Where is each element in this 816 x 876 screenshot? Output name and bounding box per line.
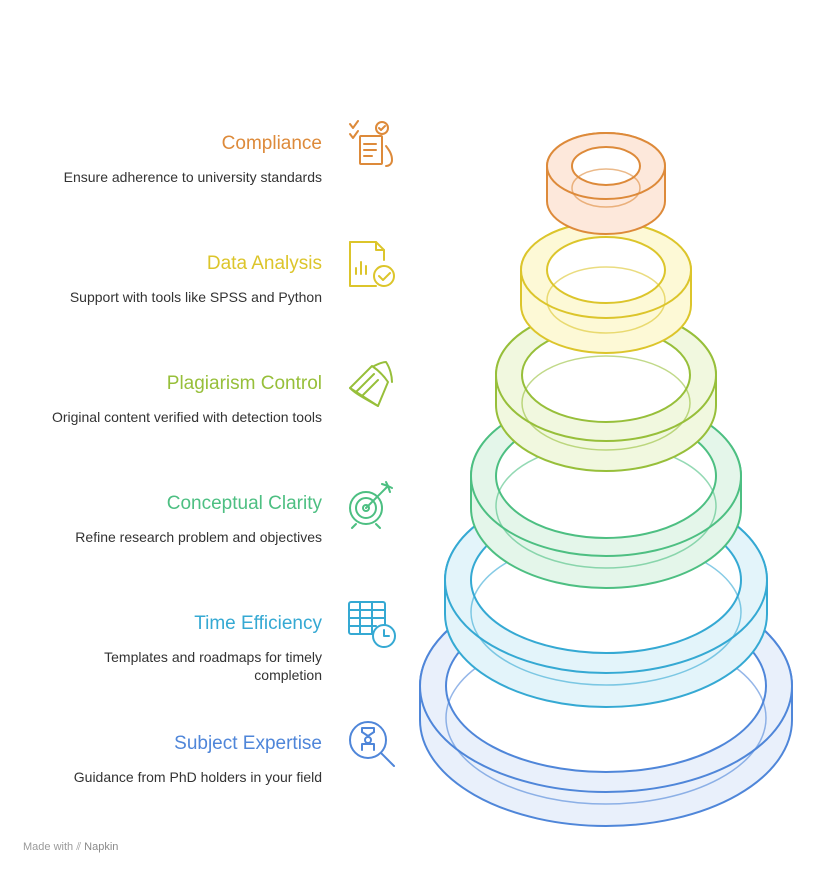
item-description: Original content verified with detection… <box>51 409 322 425</box>
item-description: Templates and roadmaps for timely comple… <box>104 649 322 683</box>
item-description: Refine research problem and objectives <box>75 529 322 545</box>
item-time-efficiency: Time Efficiency Templates and roadmaps f… <box>72 612 322 684</box>
item-conceptual-clarity: Conceptual Clarity Refine research probl… <box>75 492 322 546</box>
made-with-label: Made with <box>23 841 74 853</box>
item-subject-expertise: Subject Expertise Guidance from PhD hold… <box>74 732 322 786</box>
item-title: Compliance <box>221 133 322 154</box>
item-title: Plagiarism Control <box>166 373 322 394</box>
item-title: Data Analysis <box>206 253 322 274</box>
napkin-watermark: Made with ⫽ Napkin <box>23 841 118 854</box>
calendar-clock-icon <box>348 601 396 648</box>
item-title: Time Efficiency <box>194 613 322 634</box>
napkin-brand: Napkin <box>84 841 119 853</box>
chart-document-icon <box>349 241 395 287</box>
checklist-icon <box>349 120 393 167</box>
target-icon <box>349 481 393 529</box>
item-data-analysis: Data Analysis Support with tools like SP… <box>70 252 322 306</box>
papers-icon <box>349 361 393 407</box>
ring-compliance <box>546 132 666 235</box>
item-description: Guidance from PhD holders in your field <box>73 769 322 785</box>
ring-data-analysis <box>520 221 692 354</box>
item-title: Conceptual Clarity <box>166 493 322 514</box>
item-plagiarism-control: Plagiarism Control Original content veri… <box>52 372 322 426</box>
item-compliance: Compliance Ensure adherence to universit… <box>64 132 322 186</box>
item-title: Subject Expertise <box>174 733 322 754</box>
item-description: Ensure adherence to university standards <box>63 169 322 185</box>
magnifier-expert-icon <box>349 721 395 767</box>
napkin-logo-icon: ⫽ <box>76 841 82 853</box>
item-description: Support with tools like SPSS and Python <box>69 289 322 305</box>
